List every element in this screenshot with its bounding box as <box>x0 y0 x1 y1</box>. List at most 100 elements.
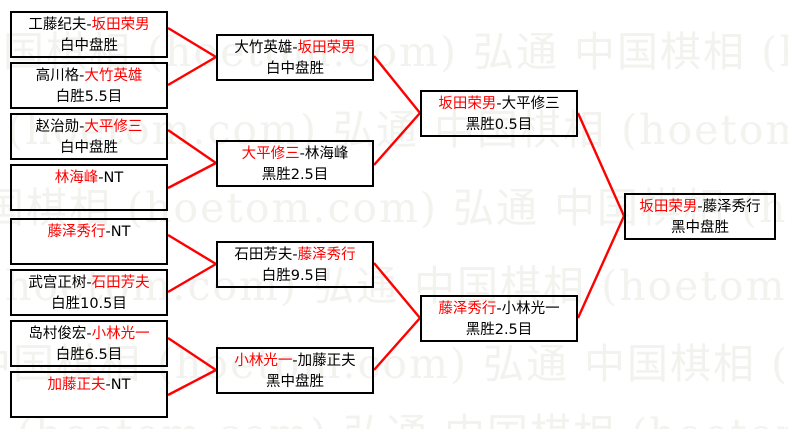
match-box[interactable]: 大平修三-林海峰黑胜2.5目 <box>216 140 374 187</box>
match-players: 武宫正树-石田芳夫 <box>12 273 166 294</box>
match-box[interactable]: 工藤纪夫-坂田荣男白中盘胜 <box>10 11 168 58</box>
player-left: 加藤正夫 <box>47 377 106 393</box>
match-box[interactable]: 加藤正夫-NT <box>10 371 168 418</box>
player-right: 加藤正夫 <box>297 353 356 369</box>
player-right: 小林光一 <box>501 301 560 317</box>
match-result: 黑胜2.5目 <box>465 322 533 338</box>
player-right: 藤泽秀行 <box>702 199 761 215</box>
match-players: 坂田荣男-藤泽秀行 <box>626 197 774 218</box>
bracket-connector <box>167 368 217 397</box>
player-separator: - <box>86 17 92 33</box>
player-left: 坂田荣男 <box>639 199 698 215</box>
match-result: 白胜10.5目 <box>51 296 127 312</box>
match-box[interactable]: 高川格-大竹英雄白胜5.5目 <box>10 62 168 109</box>
bracket-connector <box>373 262 421 319</box>
player-separator: - <box>292 40 298 56</box>
player-left: 高川格 <box>35 68 80 84</box>
player-separator: - <box>697 199 703 215</box>
bracket-connector <box>167 55 217 87</box>
player-left: 赵治勋 <box>35 119 80 135</box>
bracket-connector <box>373 55 421 114</box>
player-separator: - <box>86 326 92 342</box>
match-box[interactable]: 藤泽秀行-NT <box>10 218 168 265</box>
player-separator: - <box>496 301 502 317</box>
match-players: 藤泽秀行-小林光一 <box>422 299 576 320</box>
match-result: 白胜9.5目 <box>261 268 329 284</box>
player-left: 工藤纪夫 <box>28 17 87 33</box>
match-players: 大竹英雄-坂田荣男 <box>218 38 372 59</box>
bracket-connector <box>167 161 217 190</box>
match-players: 林海峰-NT <box>12 168 166 189</box>
player-separator: - <box>299 146 305 162</box>
player-left: 大平修三 <box>241 146 300 162</box>
match-box[interactable]: 坂田荣男-大平修三黑胜0.5目 <box>420 90 578 137</box>
match-players: 大平修三-林海峰 <box>218 144 372 165</box>
match-box[interactable]: 大竹英雄-坂田荣男白中盘胜 <box>216 34 374 81</box>
player-separator: - <box>105 224 111 240</box>
player-right: 大竹英雄 <box>84 68 143 84</box>
player-right: 林海峰 <box>304 146 349 162</box>
player-separator: - <box>292 247 298 263</box>
player-separator: - <box>79 68 85 84</box>
match-result: 白中盘胜 <box>60 140 118 156</box>
match-result: 白中盘胜 <box>60 38 118 54</box>
player-right: 大平修三 <box>501 96 560 112</box>
player-left: 坂田荣男 <box>438 96 497 112</box>
player-separator: - <box>86 275 92 291</box>
bracket-connector <box>167 129 217 164</box>
match-players: 小林光一-加藤正夫 <box>218 351 372 372</box>
player-right: 坂田荣男 <box>297 40 356 56</box>
match-players: 藤泽秀行-NT <box>12 222 166 243</box>
match-box[interactable]: 赵治勋-大平修三白中盘胜 <box>10 113 168 160</box>
match-box[interactable]: 林海峰-NT <box>10 164 168 211</box>
match-box[interactable]: 岛村俊宏-小林光一白胜6.5目 <box>10 320 168 367</box>
match-players: 高川格-大竹英雄 <box>12 66 166 87</box>
bracket-connector <box>167 26 217 59</box>
player-right: 藤泽秀行 <box>297 247 356 263</box>
player-right: NT <box>103 170 124 186</box>
match-result: 白中盘胜 <box>266 61 324 77</box>
bracket-connector <box>576 112 626 217</box>
bracket-connector <box>373 317 421 371</box>
player-separator: - <box>496 96 502 112</box>
player-right: NT <box>110 224 131 240</box>
player-separator: - <box>292 353 298 369</box>
match-players: 工藤纪夫-坂田荣男 <box>12 15 166 36</box>
player-left: 小林光一 <box>234 353 293 369</box>
bracket-connector <box>167 337 217 371</box>
player-right: 坂田荣男 <box>91 17 150 33</box>
player-left: 岛村俊宏 <box>28 326 87 342</box>
match-box[interactable]: 石田芳夫-藤泽秀行白胜9.5目 <box>216 241 374 288</box>
player-left: 大竹英雄 <box>234 40 293 56</box>
match-result: 黑胜0.5目 <box>465 117 533 133</box>
player-left: 藤泽秀行 <box>438 301 497 317</box>
player-right: 石田芳夫 <box>91 275 150 291</box>
match-players: 坂田荣男-大平修三 <box>422 94 576 115</box>
match-box[interactable]: 小林光一-加藤正夫黑中盘胜 <box>216 347 374 394</box>
player-separator: - <box>79 119 85 135</box>
player-right: 大平修三 <box>84 119 143 135</box>
match-result: 白胜5.5目 <box>55 89 123 105</box>
match-result: 黑中盘胜 <box>671 220 729 236</box>
bracket-connector <box>576 215 626 319</box>
match-players: 岛村俊宏-小林光一 <box>12 324 166 345</box>
player-separator: - <box>105 377 111 393</box>
player-separator: - <box>98 170 104 186</box>
player-left: 藤泽秀行 <box>47 224 106 240</box>
player-right: NT <box>110 377 131 393</box>
player-left: 石田芳夫 <box>234 247 293 263</box>
player-left: 武宫正树 <box>28 275 87 291</box>
player-left: 林海峰 <box>54 170 99 186</box>
bracket-connector <box>167 262 217 294</box>
match-box[interactable]: 坂田荣男-藤泽秀行黑中盘胜 <box>624 193 776 240</box>
bracket-connector <box>373 112 421 166</box>
bracket-connector <box>167 233 217 266</box>
match-box[interactable]: 武宫正树-石田芳夫白胜10.5目 <box>10 269 168 316</box>
match-players: 赵治勋-大平修三 <box>12 117 166 138</box>
match-result: 黑胜2.5目 <box>261 167 329 183</box>
match-players: 石田芳夫-藤泽秀行 <box>218 245 372 266</box>
match-result: 黑中盘胜 <box>266 374 324 390</box>
match-result: 白胜6.5目 <box>55 347 123 363</box>
match-box[interactable]: 藤泽秀行-小林光一黑胜2.5目 <box>420 295 578 342</box>
